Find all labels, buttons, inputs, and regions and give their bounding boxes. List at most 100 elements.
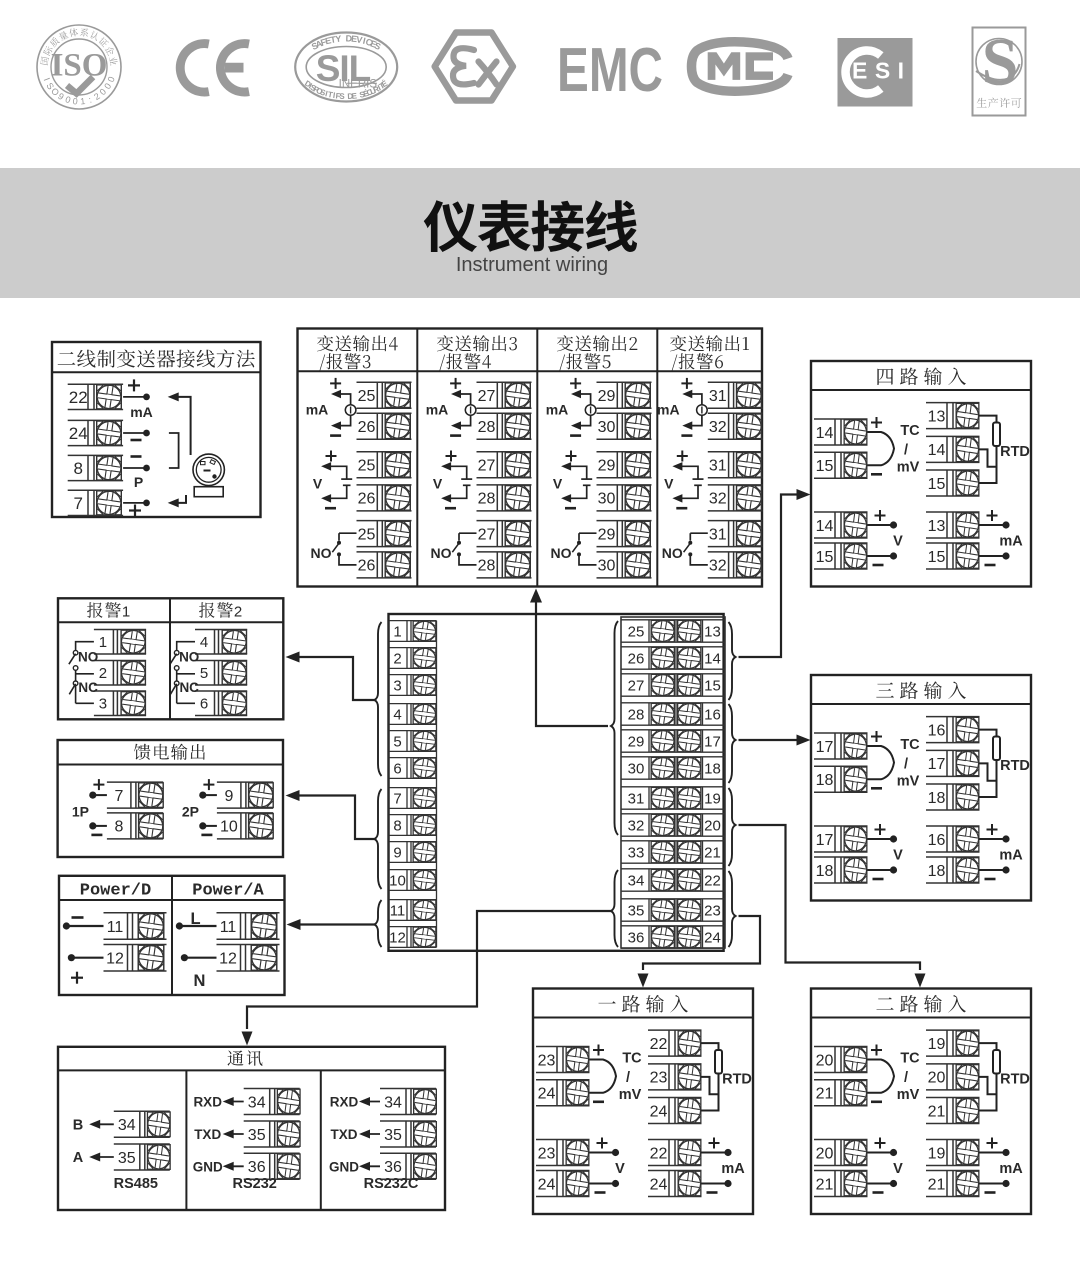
svg-text:C: C	[365, 87, 373, 97]
svg-text:mA: mA	[546, 402, 569, 418]
svg-text:22: 22	[650, 1036, 668, 1053]
svg-text:35: 35	[384, 1127, 402, 1144]
svg-text:12: 12	[219, 951, 237, 968]
svg-text:2: 2	[234, 604, 242, 621]
svg-text:19: 19	[928, 1145, 946, 1162]
svg-text:O: O	[49, 86, 61, 98]
svg-text:SIL: SIL	[316, 48, 371, 89]
svg-text:26: 26	[628, 650, 645, 667]
svg-text:17: 17	[928, 756, 946, 773]
svg-text:29: 29	[628, 733, 645, 750]
svg-text:29: 29	[598, 526, 616, 543]
svg-text:RTD: RTD	[1000, 1072, 1030, 1088]
svg-text:8: 8	[114, 819, 123, 836]
svg-text:0: 0	[98, 87, 109, 98]
svg-text:INERIS: INERIS	[339, 79, 378, 91]
svg-text:28: 28	[478, 419, 496, 436]
svg-text:GND: GND	[193, 1159, 223, 1174]
svg-text:ISO: ISO	[51, 48, 108, 84]
svg-text:mA: mA	[721, 1161, 745, 1177]
svg-text:1: 1	[80, 96, 86, 106]
svg-text:24: 24	[538, 1086, 556, 1103]
svg-text:24: 24	[704, 929, 721, 946]
svg-text:mV: mV	[619, 1087, 642, 1103]
svg-text:0: 0	[102, 81, 113, 91]
svg-text:TXD: TXD	[331, 1127, 358, 1142]
svg-text:36: 36	[248, 1159, 266, 1176]
svg-text:/: /	[904, 443, 908, 459]
svg-text:29: 29	[598, 458, 616, 475]
svg-text:V: V	[356, 34, 364, 45]
svg-text:32: 32	[709, 558, 727, 575]
svg-text:S: S	[309, 83, 318, 94]
svg-text:7: 7	[73, 494, 82, 513]
svg-text:26: 26	[358, 419, 376, 436]
svg-text:9: 9	[56, 91, 65, 102]
svg-text:6: 6	[393, 760, 401, 777]
svg-text:32: 32	[709, 419, 727, 436]
svg-text:17: 17	[816, 739, 834, 756]
svg-text:15: 15	[928, 476, 946, 493]
svg-text:13: 13	[928, 408, 946, 425]
svg-text:0: 0	[106, 75, 117, 83]
svg-text:30: 30	[628, 760, 645, 777]
svg-text:18: 18	[816, 772, 834, 789]
svg-text:mA: mA	[426, 402, 449, 418]
svg-text:2: 2	[99, 665, 107, 682]
svg-text:RS232C: RS232C	[364, 1176, 419, 1192]
svg-text:16: 16	[704, 706, 721, 723]
svg-text:21: 21	[704, 844, 721, 861]
svg-text:V: V	[433, 475, 443, 491]
svg-text:I: I	[42, 76, 52, 82]
svg-text:P: P	[134, 474, 143, 490]
svg-text:7: 7	[114, 788, 123, 805]
svg-text:24: 24	[650, 1176, 668, 1193]
svg-text:2: 2	[393, 650, 401, 667]
svg-text:22: 22	[69, 388, 88, 407]
svg-text:20: 20	[704, 817, 721, 834]
svg-text:F: F	[319, 37, 328, 48]
svg-text:4: 4	[200, 634, 208, 651]
svg-text:mA: mA	[130, 404, 153, 420]
svg-text:V: V	[893, 534, 903, 550]
svg-text:36: 36	[384, 1159, 402, 1176]
svg-text:17: 17	[816, 832, 834, 849]
svg-text:RTD: RTD	[1000, 758, 1030, 774]
svg-text:Instrument wiring: Instrument wiring	[456, 254, 608, 276]
svg-text:27: 27	[478, 526, 496, 543]
svg-text:33: 33	[628, 844, 645, 861]
svg-text:21: 21	[816, 1176, 834, 1193]
svg-text:16: 16	[928, 722, 946, 739]
svg-text:É: É	[380, 78, 390, 89]
svg-text:12: 12	[106, 951, 124, 968]
svg-text:V: V	[893, 848, 903, 864]
svg-text:B: B	[73, 1117, 83, 1133]
svg-text:15: 15	[704, 677, 721, 694]
svg-text:2P: 2P	[182, 804, 199, 820]
svg-text:É: É	[362, 89, 370, 99]
svg-text:7: 7	[393, 790, 401, 807]
svg-text:1: 1	[393, 623, 401, 640]
svg-text:15: 15	[928, 549, 946, 566]
svg-text:RTD: RTD	[722, 1072, 752, 1088]
svg-text:I: I	[332, 91, 336, 100]
svg-text:11: 11	[107, 919, 124, 936]
svg-text:14: 14	[704, 650, 721, 667]
svg-text:21: 21	[928, 1176, 946, 1193]
svg-text:NC: NC	[78, 680, 98, 695]
svg-text:Power/D: Power/D	[80, 882, 151, 901]
svg-text:S: S	[373, 40, 383, 52]
svg-text:S: S	[982, 26, 1019, 99]
svg-text:EMC: EMC	[557, 36, 663, 105]
svg-text:23: 23	[538, 1145, 556, 1162]
svg-text:18: 18	[928, 863, 946, 880]
svg-text:D: D	[345, 33, 352, 43]
svg-text:19: 19	[928, 1036, 946, 1053]
svg-text:S: S	[319, 88, 327, 98]
svg-text:U: U	[369, 86, 378, 96]
svg-text:mA: mA	[306, 402, 329, 418]
svg-text:TC: TC	[900, 737, 920, 753]
svg-text:8: 8	[393, 817, 401, 834]
svg-text:1P: 1P	[72, 804, 89, 820]
svg-text:21: 21	[816, 1086, 834, 1103]
